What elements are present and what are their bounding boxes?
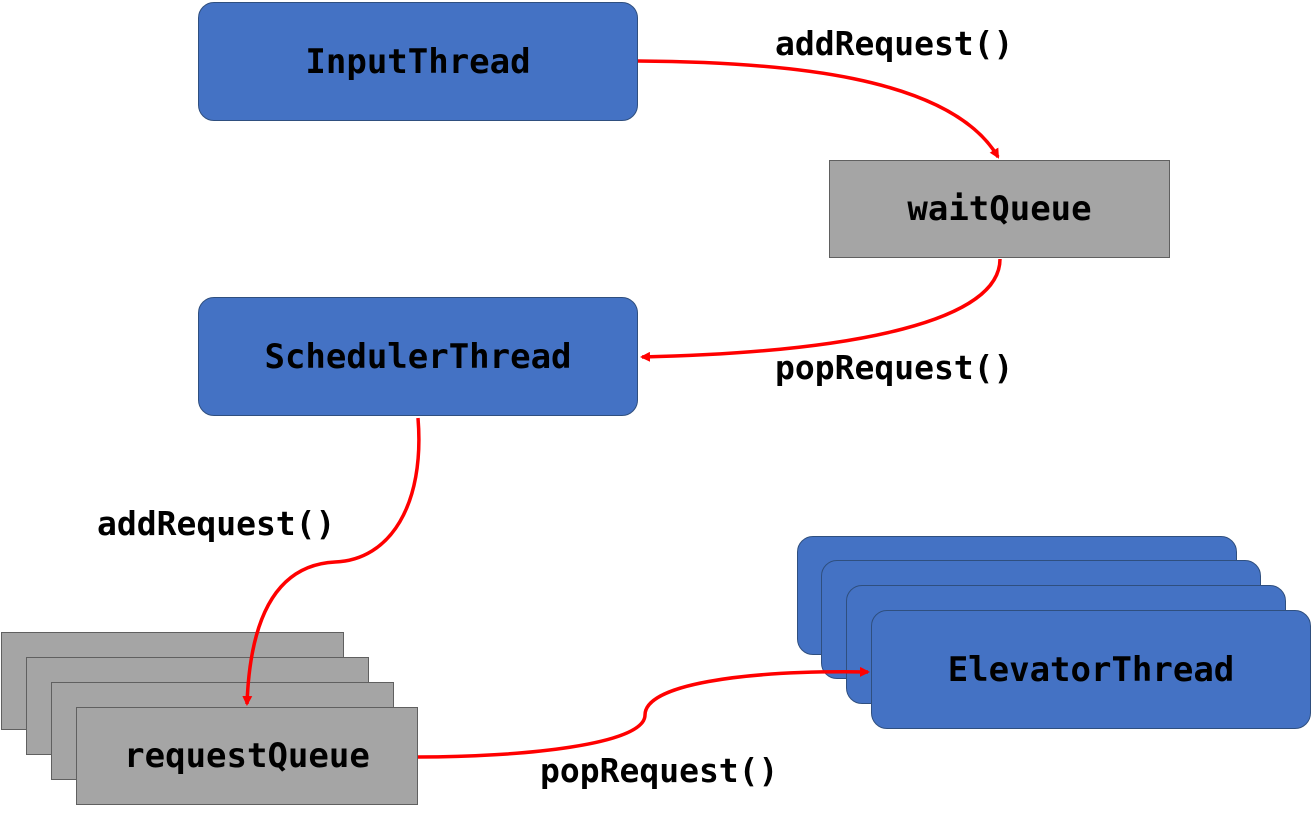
scheduler-thread-label: SchedulerThread xyxy=(264,336,572,377)
request-queue-node: requestQueue xyxy=(76,707,418,805)
arrow-scheduler-to-request xyxy=(242,417,421,706)
input-thread-label: InputThread xyxy=(305,41,531,82)
edge-label-request-to-elevator: popRequest() xyxy=(540,751,779,790)
arrow-wait-to-scheduler xyxy=(640,258,1002,362)
arrow-request-to-elevator xyxy=(417,666,870,759)
edge-label-wait-to-scheduler: popRequest() xyxy=(775,348,1014,387)
request-queue-label: requestQueue xyxy=(124,736,370,776)
scheduler-thread-node: SchedulerThread xyxy=(198,297,638,416)
edge-label-input-to-wait: addRequest() xyxy=(775,24,1014,63)
input-thread-node: InputThread xyxy=(198,2,638,121)
elevator-thread-node: ElevatorThread xyxy=(871,610,1311,729)
arrow-input-to-wait xyxy=(637,59,1000,159)
wait-queue-label: waitQueue xyxy=(907,189,1092,229)
elevator-thread-label: ElevatorThread xyxy=(947,649,1235,690)
wait-queue-node: waitQueue xyxy=(829,160,1170,258)
edge-label-scheduler-to-request: addRequest() xyxy=(97,504,336,543)
